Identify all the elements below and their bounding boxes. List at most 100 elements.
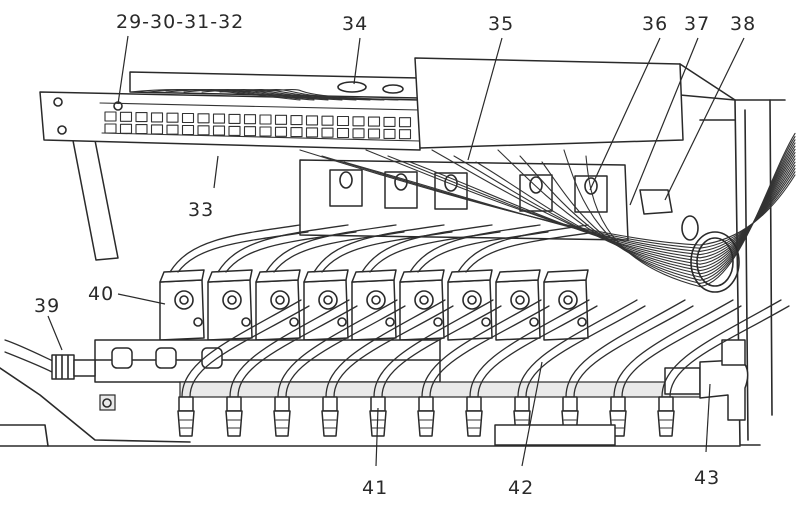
fitting-ridge xyxy=(227,419,241,429)
air-tube xyxy=(661,299,782,398)
terminal-strip xyxy=(39,91,421,151)
terminal-cell xyxy=(321,127,334,138)
terminal-cell xyxy=(367,128,381,139)
push-fitting-body xyxy=(658,396,674,412)
push-fitting-body xyxy=(514,396,530,412)
wire xyxy=(699,168,796,252)
push-fitting-body xyxy=(418,396,434,412)
wire xyxy=(699,132,796,288)
push-fitting-collet xyxy=(417,410,435,437)
terminal-cell xyxy=(228,113,241,124)
push-fitting-body xyxy=(274,396,290,412)
upper-valve-port xyxy=(529,176,543,194)
terminal-cell xyxy=(274,114,288,125)
wire xyxy=(541,161,701,281)
terminal-cell xyxy=(212,125,226,136)
solenoid-valve-top xyxy=(303,269,349,283)
terminal-wire xyxy=(147,89,315,101)
air-tube xyxy=(181,299,302,398)
push-fitting-body xyxy=(322,396,338,412)
fitting-ridge xyxy=(275,419,289,429)
push-fitting-collet xyxy=(321,410,339,437)
push-fitting-collet xyxy=(465,410,483,437)
air-tube xyxy=(621,305,742,398)
valve-screw xyxy=(337,317,347,327)
terminal-wire xyxy=(237,89,385,101)
air-tube xyxy=(517,299,638,398)
terminal-cell xyxy=(290,127,303,138)
valve-screw xyxy=(193,317,203,327)
mounting-bracket-leg xyxy=(69,124,119,261)
air-tube xyxy=(525,305,646,398)
valve-supply-tube xyxy=(217,224,349,273)
solenoid-coil xyxy=(414,290,434,310)
solenoid-coil xyxy=(462,290,482,310)
terminal-cell xyxy=(305,127,319,138)
valve-supply-tube xyxy=(273,231,405,273)
terminal-cell xyxy=(197,125,210,136)
upper-valve-port xyxy=(444,174,458,192)
terminal-cell xyxy=(166,124,179,135)
terminal-cell xyxy=(197,113,210,124)
push-fitting-collet xyxy=(273,410,291,437)
callout-43: 43 xyxy=(694,467,720,489)
wire xyxy=(343,161,701,252)
lower-left-base xyxy=(0,367,741,447)
terminal-wire xyxy=(219,89,371,101)
solenoid-coil xyxy=(174,290,194,310)
push-fitting-collet xyxy=(657,410,675,437)
pneumatic-tubing xyxy=(169,224,790,398)
fitting-ridge xyxy=(467,419,481,429)
terminal-cell xyxy=(228,125,241,136)
solenoid-coil-center xyxy=(563,295,573,305)
terminal-wire xyxy=(255,89,399,101)
air-tube xyxy=(189,305,310,398)
air-tube xyxy=(381,305,502,398)
solenoid-coil-center xyxy=(323,295,333,305)
upper-valve-port xyxy=(584,177,598,195)
push-fitting-collet xyxy=(225,410,243,437)
terminal-cell xyxy=(150,112,164,123)
solenoid-valve-top xyxy=(495,269,541,283)
callout-42: 42 xyxy=(508,477,534,499)
solenoid-coil-center xyxy=(467,295,477,305)
solenoid-valve-row xyxy=(159,269,589,341)
valve-supply-tube xyxy=(457,224,589,273)
callout-35: 35 xyxy=(488,13,514,35)
valve-supply-tube xyxy=(169,224,301,273)
solenoid-valve-top xyxy=(351,269,397,283)
wire xyxy=(453,155,701,268)
callout-34: 34 xyxy=(342,13,368,35)
wire xyxy=(563,149,701,284)
terminal-cell xyxy=(212,113,226,124)
valve-screw xyxy=(529,317,539,327)
terminal-cell xyxy=(243,126,257,137)
valve-supply-tube xyxy=(321,231,453,273)
terminal-cell xyxy=(352,128,365,139)
terminal-cell xyxy=(398,117,412,128)
leader-lines xyxy=(47,35,745,467)
air-tube xyxy=(429,305,550,398)
solenoid-coil-center xyxy=(179,295,189,305)
manifold-plug xyxy=(155,347,177,369)
wire xyxy=(585,155,701,288)
callout-33: 33 xyxy=(188,199,214,221)
terminal-cell xyxy=(274,126,288,137)
terminal-cell xyxy=(336,115,350,127)
callout-29-32: 29-30-31-32 xyxy=(116,11,244,33)
air-tube xyxy=(565,299,686,398)
air-tube xyxy=(669,305,790,398)
terminal-cell xyxy=(181,112,195,124)
terminal-cell xyxy=(352,116,365,127)
wire xyxy=(409,161,701,262)
valve-screw xyxy=(433,317,443,327)
wire xyxy=(497,149,701,275)
solenoid-coil xyxy=(558,290,578,310)
air-tube xyxy=(285,305,406,398)
wire xyxy=(431,149,701,265)
push-fitting-body xyxy=(562,396,578,412)
valve-screw xyxy=(481,317,491,327)
fitting-ridge xyxy=(323,419,337,429)
air-tube xyxy=(421,299,542,398)
